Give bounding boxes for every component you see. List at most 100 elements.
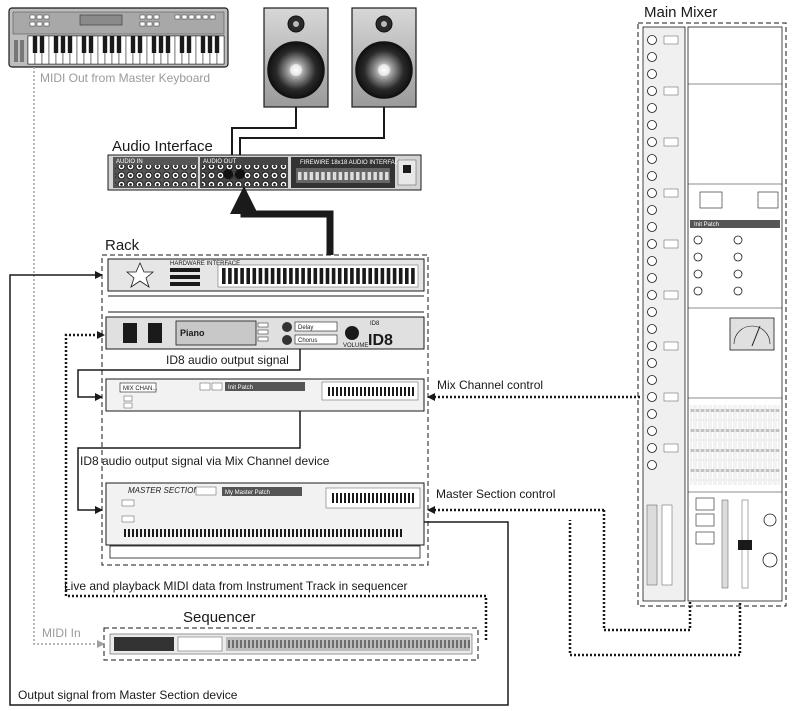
id8-name-label: ID8	[370, 321, 380, 327]
mix-channel-name: MIX CHAN...	[123, 386, 158, 392]
black-key	[102, 36, 108, 53]
channel-knob	[647, 120, 657, 130]
interface-meter-segment	[361, 172, 366, 180]
midi-in-wire	[33, 67, 105, 648]
rack-to-interface-arrow	[230, 186, 334, 255]
channel-knob	[647, 426, 657, 436]
black-key	[60, 36, 66, 53]
hw-meter-bar	[356, 268, 360, 284]
channel-button	[663, 137, 679, 147]
hw-meter-bar	[380, 268, 385, 284]
channel-button	[663, 341, 679, 351]
hw-meter-bar	[240, 268, 244, 284]
insert-knob	[693, 286, 703, 296]
channel-meter	[646, 504, 658, 586]
hw-meter-bar	[228, 268, 232, 284]
cable-left-speaker	[231, 107, 297, 170]
interface-meter-segment	[338, 172, 343, 180]
channel-knob	[647, 35, 657, 45]
channel-knob	[647, 290, 657, 300]
insert-knob	[733, 269, 743, 279]
master-section-control-wire	[602, 510, 692, 632]
channel-knob	[647, 239, 657, 249]
cable-right-speaker	[239, 107, 385, 170]
hw-meter-bar	[252, 268, 257, 284]
mixer-control-loop	[568, 520, 742, 657]
channel-knob	[647, 137, 657, 147]
main-mixer-label: Main Mixer	[644, 4, 717, 21]
id8-output-label: ID8 audio output signal	[166, 353, 289, 367]
interface-meter-segment	[309, 172, 314, 180]
channel-fader-track	[661, 504, 673, 586]
channel-button	[663, 290, 679, 300]
id8-param-1: Delay	[298, 325, 313, 331]
channel-knob	[647, 205, 657, 215]
sequencer-track	[109, 633, 473, 655]
live-playback-midi-label: Live and playback MIDI data from Instrum…	[64, 579, 408, 593]
interface-meter-segment	[379, 172, 383, 180]
interface-meter-segment	[332, 172, 337, 180]
black-key	[130, 36, 136, 53]
black-key	[214, 36, 220, 53]
audio-interface-device: AUDIO IN AUDIO OUT FIREWIRE 18x18 AUDIO …	[107, 154, 422, 191]
channel-knob	[647, 256, 657, 266]
hw-meter-bar	[234, 268, 238, 284]
hardware-interface-device: HARDWARE INTERFACE	[107, 258, 425, 292]
speaker-right	[351, 7, 417, 108]
channel-knob	[647, 154, 657, 164]
hw-meter-bar	[295, 268, 299, 284]
channel-knob	[647, 222, 657, 232]
insert-knob	[693, 252, 703, 262]
master-patch-name: My Master Patch	[225, 490, 270, 496]
interface-meter-segment	[327, 172, 331, 180]
black-key	[67, 36, 73, 53]
hw-meter-bar	[392, 268, 397, 284]
hw-meter-bar	[301, 268, 305, 284]
channel-button	[663, 392, 679, 402]
black-key	[151, 36, 157, 53]
black-key	[53, 36, 59, 53]
black-key	[186, 36, 192, 53]
insert-knob	[733, 286, 743, 296]
master-section-title: MASTER SECTION	[128, 486, 199, 495]
id8-device: Piano Delay Chorus VOLUME ID8 ID8	[105, 316, 425, 350]
black-key	[109, 36, 115, 53]
hw-meter-bar	[337, 268, 342, 284]
channel-knob	[647, 443, 657, 453]
interface-model-label: FIREWIRE 18x18 AUDIO INTERFACE	[300, 160, 403, 166]
output-signal-label: Output signal from Master Section device	[18, 688, 238, 702]
rack-label: Rack	[105, 237, 140, 254]
black-key	[207, 36, 213, 53]
hw-meter-bar	[362, 268, 366, 284]
hw-meter-bar	[350, 268, 354, 284]
hw-meter-bar	[307, 268, 311, 284]
black-key	[137, 36, 143, 53]
channel-knob	[647, 324, 657, 334]
black-key	[39, 36, 45, 53]
channel-knob	[647, 409, 657, 419]
insert-knob	[733, 252, 743, 262]
channel-knob	[647, 86, 657, 96]
hw-meter-bar	[222, 268, 226, 284]
channel-knob	[647, 103, 657, 113]
interface-meter-segment	[321, 172, 325, 180]
black-key	[200, 36, 206, 53]
hw-meter-bar	[405, 268, 409, 284]
hw-meter-bar	[398, 268, 403, 284]
interface-meter-segment	[298, 172, 302, 180]
hw-meter-bar	[386, 268, 391, 284]
main-mixer-console: Init Patch	[642, 26, 783, 602]
id8-param-2: Chorus	[298, 338, 317, 344]
black-key	[116, 36, 122, 53]
id8-volume-label: VOLUME	[343, 343, 368, 349]
mix-channel-control-label: Mix Channel control	[437, 378, 543, 392]
channel-knob	[647, 375, 657, 385]
main-mixer-frame	[637, 22, 787, 607]
interface-meter-segment	[385, 172, 389, 180]
master-section-control-label: Master Section control	[436, 487, 555, 501]
mix-channel-device: MIX CHAN... Init Patch	[105, 378, 425, 412]
id8-output-wire	[77, 349, 301, 401]
channel-knob	[647, 69, 657, 79]
interface-meter-segment	[367, 172, 372, 180]
channel-knob	[647, 171, 657, 181]
